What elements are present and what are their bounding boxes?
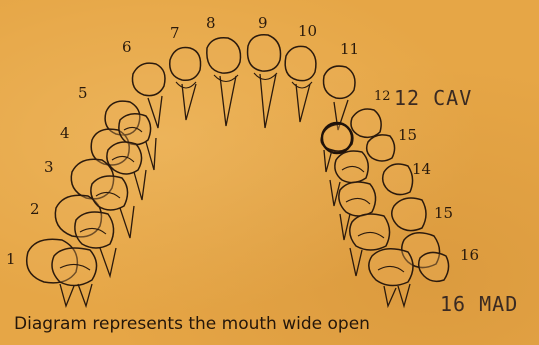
tooth-6-crown	[132, 63, 165, 95]
tooth-number-10: 10	[298, 24, 317, 39]
tooth-7-crown	[170, 48, 201, 81]
cav-stamp: 12 CAV	[394, 88, 472, 108]
tooth-number-9: 9	[258, 16, 268, 31]
tooth-12-crown	[351, 109, 381, 137]
tooth-10-crown	[285, 46, 316, 80]
tooth-number-4: 4	[60, 126, 70, 141]
diagram-caption: Diagram represents the mouth wide open	[14, 316, 370, 333]
tooth-9-crown	[248, 35, 281, 71]
right-side-teeth	[321, 109, 448, 306]
mad-stamp: 16 MAD	[440, 294, 518, 314]
tooth-number-8: 8	[206, 16, 216, 31]
tooth-number-7: 7	[170, 26, 180, 41]
tooth-number-3: 3	[44, 160, 54, 175]
upper-front-teeth	[132, 35, 355, 130]
tooth-number-6: 6	[122, 40, 132, 55]
tooth-8-crown	[207, 38, 241, 73]
left-side-teeth	[27, 101, 156, 306]
tooth-number-15-upper: 15	[398, 128, 417, 143]
tooth-number-2: 2	[30, 202, 40, 217]
tooth-number-14: 14	[412, 162, 431, 177]
tooth-number-15-lower: 15	[434, 206, 453, 221]
tooth-number-5: 5	[78, 86, 88, 101]
tooth-number-12: 12	[374, 90, 391, 103]
tooth-number-16: 16	[460, 248, 479, 263]
tooth-number-11: 11	[340, 42, 359, 57]
tooth-11-crown	[324, 66, 356, 98]
tooth-number-1: 1	[6, 252, 16, 267]
